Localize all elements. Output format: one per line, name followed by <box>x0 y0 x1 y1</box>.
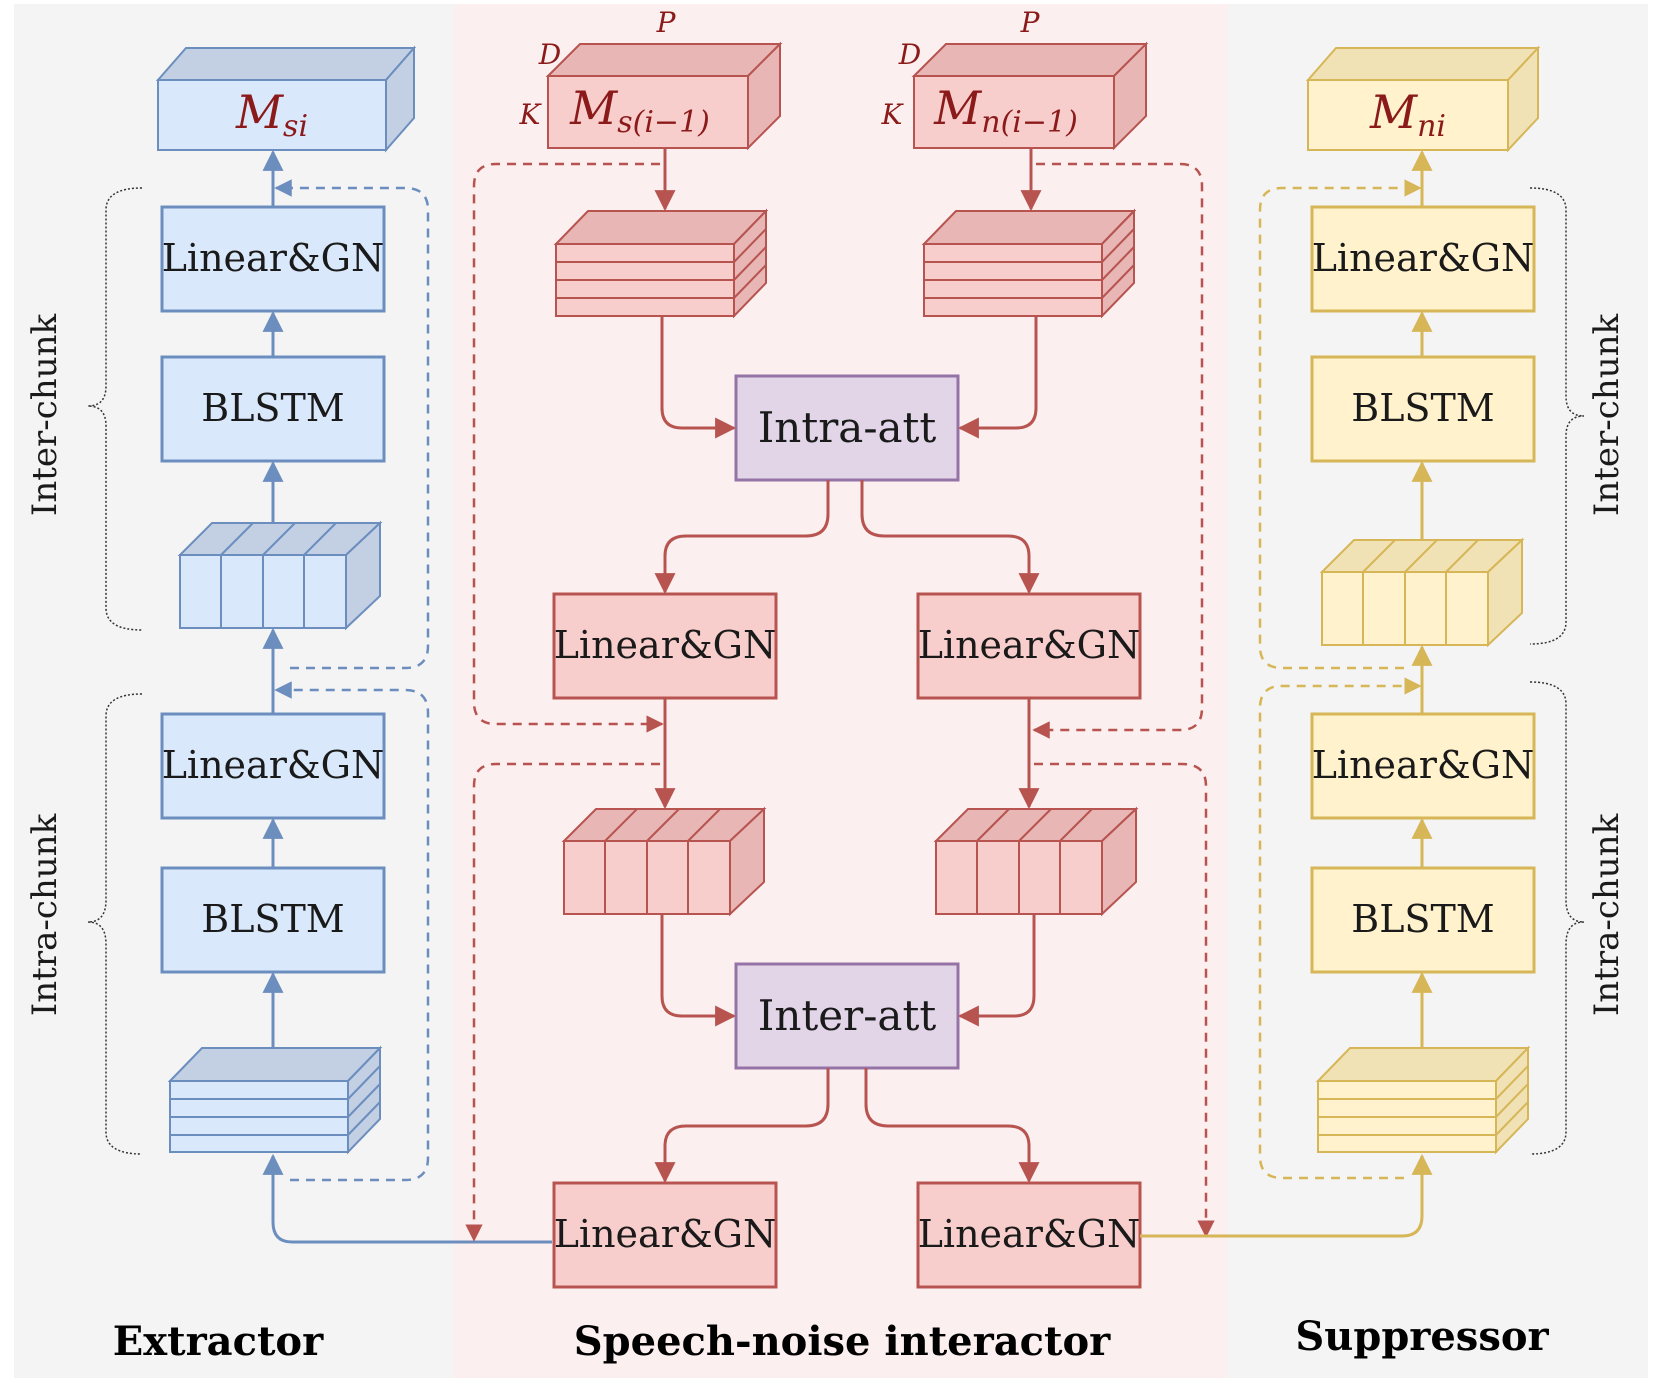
suppressor-inter-linear-gn: Linear&GN <box>1310 205 1536 313</box>
interactor-noise-intra-tensor <box>921 208 1137 319</box>
suppressor-flow-arrows <box>1140 149 1433 1238</box>
interactor-noise-inter-tensor <box>933 806 1139 917</box>
interactor-flow-arrows <box>654 148 1042 1184</box>
inter-att-label: Inter-att <box>758 991 937 1040</box>
suppressor-column: Mni Linear&GN BLSTM Linear&GN BLSTM <box>1140 45 1627 1360</box>
extractor-intra-chunk-label: Intra-chunk <box>25 813 65 1016</box>
interactor-speech-intra-tensor <box>553 208 769 319</box>
suppressor-inter-brace <box>1529 187 1585 645</box>
interactor-column: Ms(i−1) D P K Mn(i−1) D P K <box>465 6 1215 1365</box>
extractor-inter-brace <box>87 187 143 631</box>
m-si-tensor: Msi <box>155 45 417 153</box>
extractor-flow-arrows <box>262 149 552 1244</box>
m-n-prev-sub: n(i−1) <box>981 105 1078 140</box>
extractor-column: Msi Linear&GN BLSTM Linear&GN <box>25 45 552 1365</box>
intra-att-label: Intra-att <box>758 403 937 452</box>
interactor-noise-linear-gn-1-label: Linear&GN <box>918 623 1141 667</box>
m-s-prev-sub: s(i−1) <box>617 105 710 140</box>
extractor-intra-brace <box>87 693 143 1155</box>
extractor-title: Extractor <box>113 1318 324 1365</box>
suppressor-inter-blstm: BLSTM <box>1310 355 1536 463</box>
extractor-intra-blstm-label: BLSTM <box>201 897 344 941</box>
suppressor-inter-blstm-label: BLSTM <box>1351 386 1494 430</box>
suppressor-inter-chunk-label: Inter-chunk <box>1587 314 1627 517</box>
svg-text:Mn(i−1): Mn(i−1) <box>933 81 1078 140</box>
m-s-prev-main: M <box>569 81 619 135</box>
svg-text:Msi: Msi <box>235 85 308 144</box>
extractor-inter-chunk-label: Inter-chunk <box>25 314 65 517</box>
interactor-speech-inter-tensor <box>561 806 767 917</box>
m-n-prev-dim-k: K <box>881 98 905 131</box>
suppressor-intra-blstm-label: BLSTM <box>1351 897 1494 941</box>
interactor-noise-linear-gn-2: Linear&GN <box>916 1181 1142 1289</box>
extractor-residual-arrows <box>274 179 430 1182</box>
extractor-inter-blstm: BLSTM <box>160 355 386 463</box>
interactor-speech-linear-gn-2-label: Linear&GN <box>554 1212 777 1256</box>
m-n-prev-main: M <box>933 81 983 135</box>
extractor-inter-linear-gn-label: Linear&GN <box>162 236 385 280</box>
m-ni-tensor: Mni <box>1305 45 1541 153</box>
m-n-prev-dim-d: D <box>898 38 921 71</box>
suppressor-inter-linear-gn-label: Linear&GN <box>1312 236 1535 280</box>
extractor-inter-linear-gn: Linear&GN <box>160 205 386 313</box>
suppressor-inter-tensor <box>1319 537 1525 648</box>
extractor-intra-blstm: BLSTM <box>160 866 386 974</box>
suppressor-intra-brace <box>1529 681 1585 1155</box>
intra-att-block: Intra-att <box>734 374 960 482</box>
interactor-residual-arrows <box>465 162 1215 1242</box>
suppressor-intra-linear-gn-label: Linear&GN <box>1312 743 1535 787</box>
interactor-noise-linear-gn-1: Linear&GN <box>916 592 1142 700</box>
m-si-sub: si <box>283 109 308 144</box>
suppressor-title: Suppressor <box>1295 1313 1549 1360</box>
suppressor-residual-arrows <box>1258 179 1422 1180</box>
suppressor-intra-linear-gn: Linear&GN <box>1310 712 1536 820</box>
inter-att-block: Inter-att <box>734 962 960 1070</box>
m-s-prev-dim-d: D <box>538 38 561 71</box>
interactor-title: Speech-noise interactor <box>574 1318 1111 1365</box>
extractor-intra-linear-gn: Linear&GN <box>160 712 386 820</box>
m-ni-main: M <box>1369 85 1419 139</box>
m-s-prev-dim-k: K <box>519 98 543 131</box>
suppressor-intra-blstm: BLSTM <box>1310 866 1536 974</box>
m-n-prev-dim-p: P <box>1020 6 1041 39</box>
m-ni-sub: ni <box>1417 109 1446 144</box>
m-si-main: M <box>235 85 285 139</box>
suppressor-intra-tensor <box>1315 1045 1531 1155</box>
svg-text:Mni: Mni <box>1369 85 1446 144</box>
m-s-prev-tensor: Ms(i−1) D P K <box>519 6 783 151</box>
extractor-inter-tensor <box>177 520 383 631</box>
svg-text:Ms(i−1): Ms(i−1) <box>569 81 710 140</box>
extractor-intra-linear-gn-label: Linear&GN <box>162 743 385 787</box>
interactor-noise-linear-gn-2-label: Linear&GN <box>918 1212 1141 1256</box>
m-n-prev-tensor: Mn(i−1) D P K <box>881 6 1149 151</box>
suppressor-intra-chunk-label: Intra-chunk <box>1587 813 1627 1016</box>
interactor-speech-linear-gn-2: Linear&GN <box>552 1181 778 1289</box>
interactor-speech-linear-gn-1-label: Linear&GN <box>554 623 777 667</box>
extractor-intra-tensor <box>167 1045 383 1155</box>
extractor-inter-blstm-label: BLSTM <box>201 386 344 430</box>
m-s-prev-dim-p: P <box>656 6 677 39</box>
interactor-speech-linear-gn-1: Linear&GN <box>552 592 778 700</box>
